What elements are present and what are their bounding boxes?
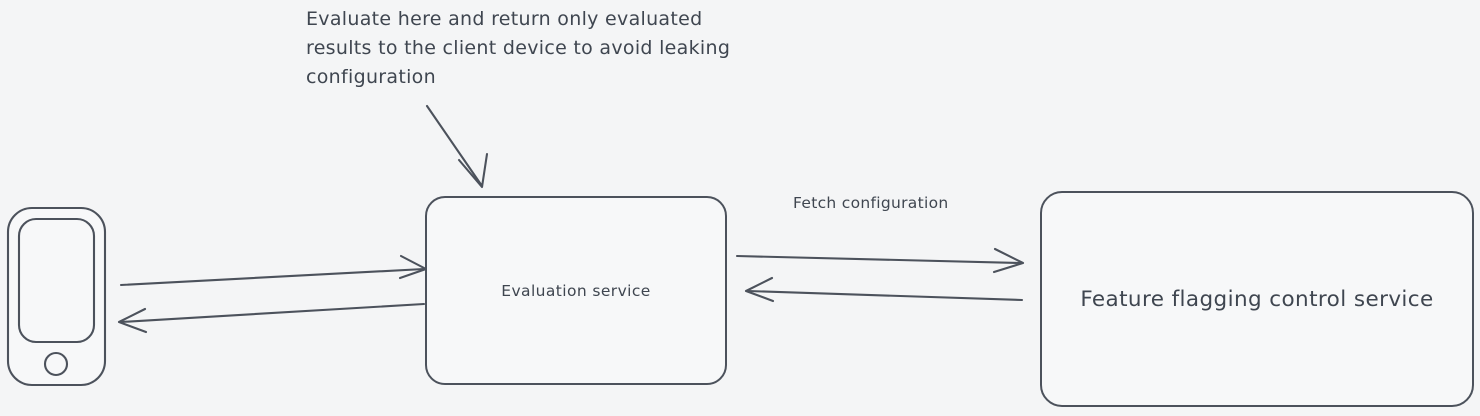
arrow-eval-to-control — [735, 247, 1025, 274]
control-service-node[interactable]: Feature flagging control service — [1040, 191, 1474, 407]
annotation-arrow — [425, 104, 489, 189]
client-device-node[interactable] — [0, 195, 120, 395]
annotation-note: Evaluate here and return only evaluated … — [306, 8, 731, 88]
arrow-eval-to-client — [117, 302, 426, 334]
edge-label-fetch-configuration: Fetch configuration — [793, 194, 949, 212]
arrow-control-to-eval — [744, 276, 1024, 303]
evaluation-service-node[interactable]: Evaluation service — [425, 196, 727, 385]
mobile-phone-icon — [6, 206, 107, 387]
arrow-client-to-eval — [119, 254, 428, 287]
control-service-label: Feature flagging control service — [1080, 286, 1434, 312]
evaluation-service-label: Evaluation service — [501, 281, 651, 300]
